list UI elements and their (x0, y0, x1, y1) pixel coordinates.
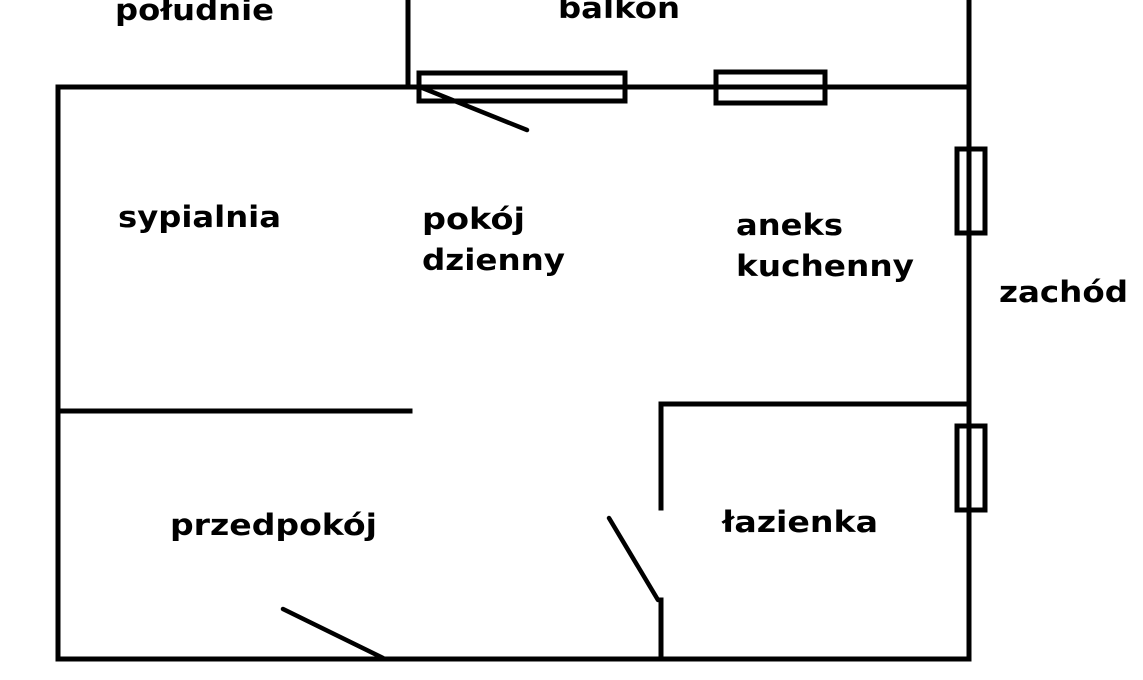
entrance-door-swing (280, 606, 386, 661)
label-living-room-line2: dzienny (422, 243, 565, 277)
bathroom-window (954, 423, 988, 513)
label-living-room-line1: pokój (422, 202, 525, 236)
label-balcony: balkon (558, 0, 680, 25)
kitchen-west-window (954, 146, 988, 236)
label-bedroom: sypialnia (118, 200, 281, 234)
label-south: południe (115, 0, 274, 27)
label-kitchenette-line1: aneks (736, 208, 843, 242)
label-kitchenette-line2: kuchenny (736, 249, 914, 283)
windows (416, 69, 988, 513)
label-west: zachód (999, 275, 1128, 309)
kitchen-north-window (713, 69, 828, 106)
doors (280, 84, 661, 661)
room-labels: południe balkon sypialnia pokój dzienny … (115, 0, 1128, 542)
label-hallway: przedpokój (170, 508, 377, 542)
bathroom-door-swing (606, 515, 661, 603)
walls (55, 0, 972, 662)
balcony-door-swing (417, 84, 530, 133)
label-bathroom: łazienka (721, 505, 878, 539)
